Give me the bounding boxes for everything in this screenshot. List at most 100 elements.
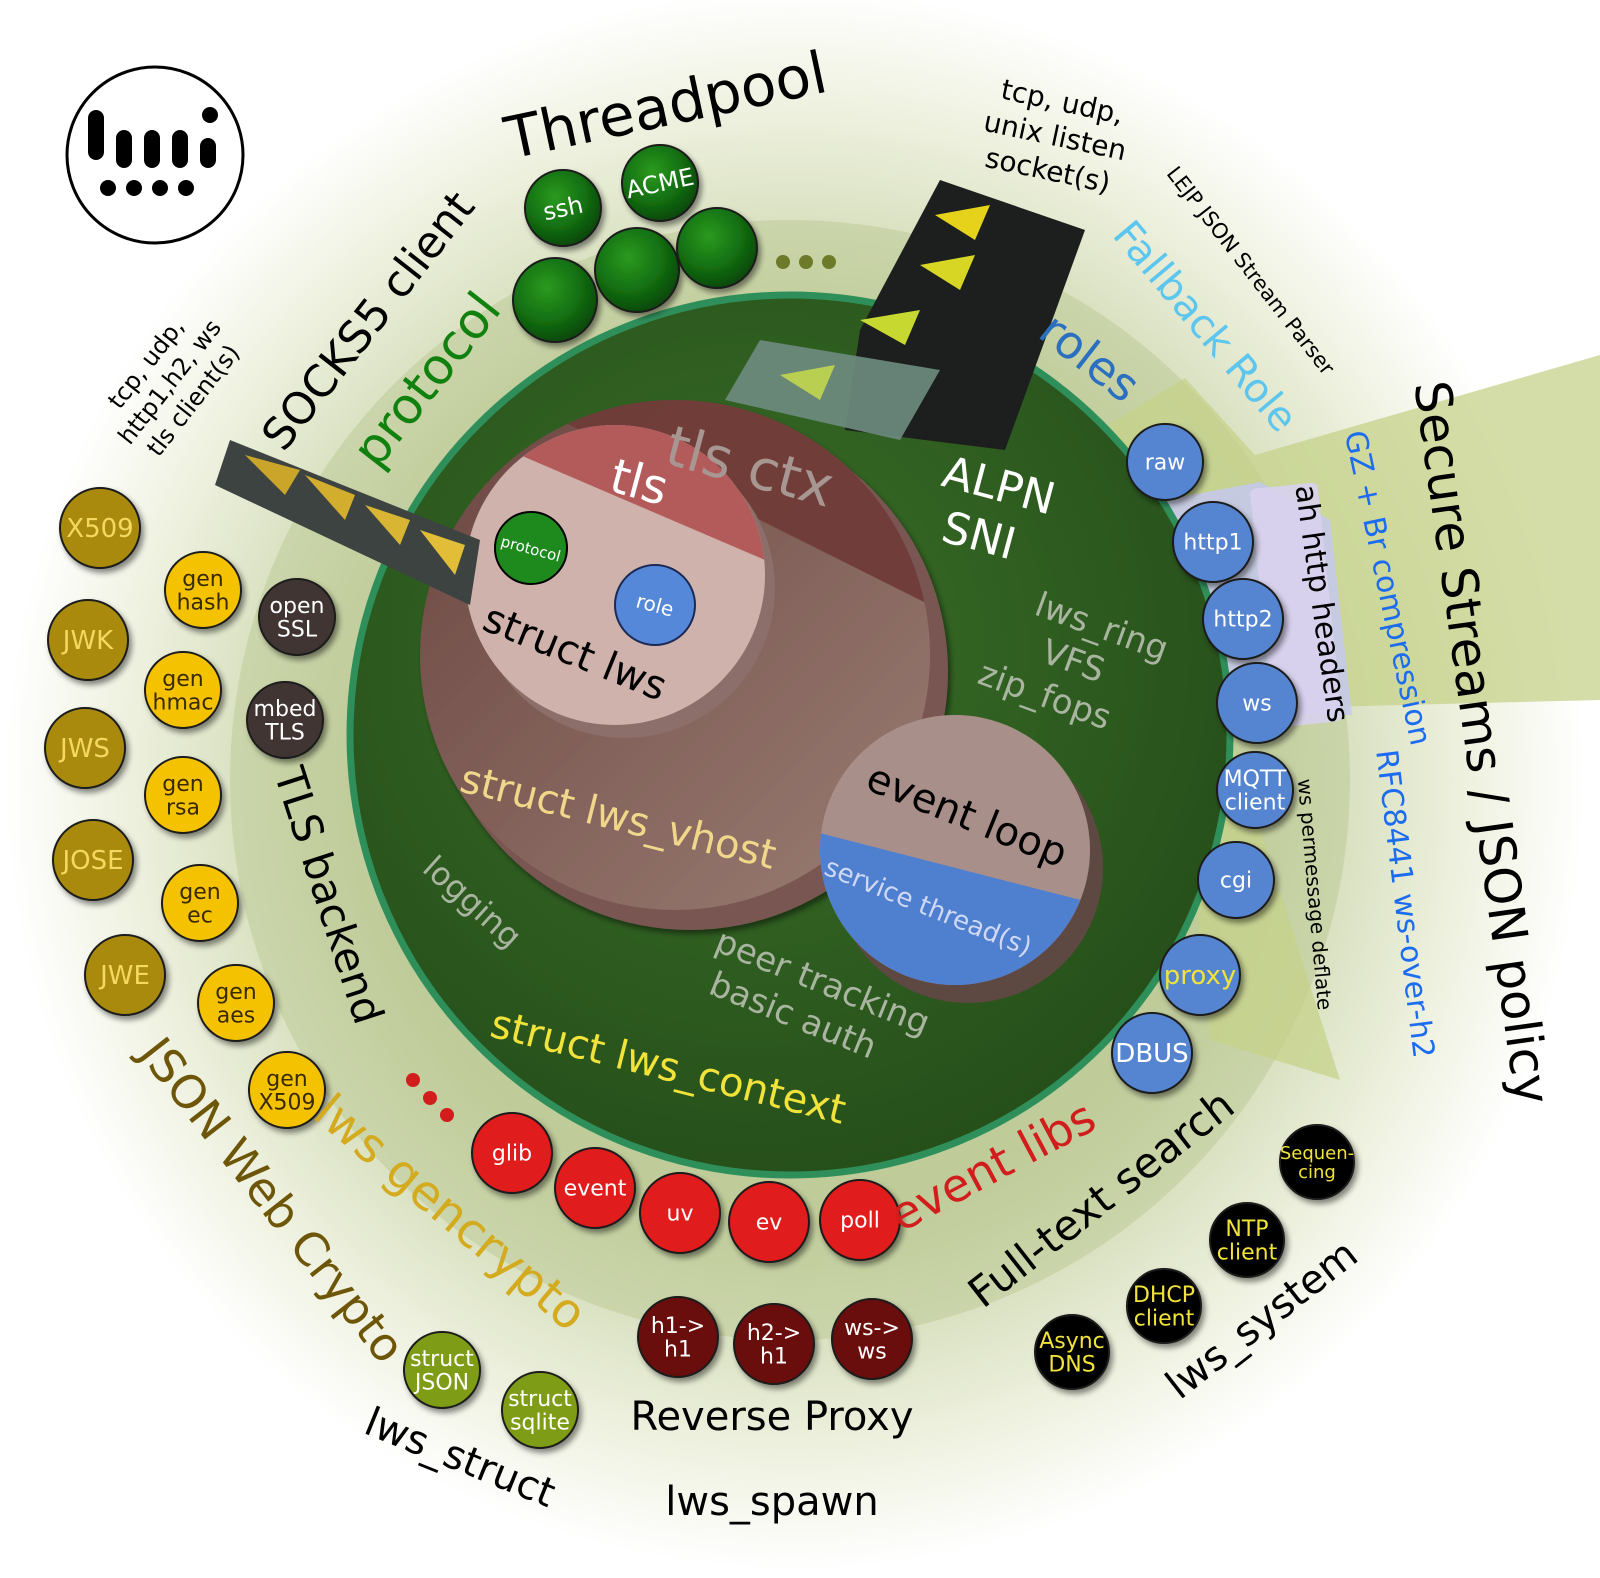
gencrypto-item-label: gen <box>182 567 223 592</box>
gencrypto-item-circle <box>144 651 222 729</box>
threadpool-item-node: ACME <box>621 144 699 222</box>
role-item-node: http2 <box>1202 578 1284 660</box>
threadpool-item-circle <box>676 207 758 289</box>
gencrypto-item-label: gen <box>266 1067 307 1092</box>
role-item-label: http1 <box>1183 531 1242 556</box>
event-item-circle <box>471 1112 553 1194</box>
event-item-node: uv <box>639 1172 721 1254</box>
tls-item-label: TLS <box>264 720 305 745</box>
struct-item-label: struct <box>508 1387 572 1412</box>
gencrypto-item-label: aes <box>217 1003 255 1028</box>
struct-item-label: struct <box>410 1347 474 1372</box>
role-item-circle <box>1216 662 1298 744</box>
lws-spawn-label: lws_spawn <box>665 1479 878 1525</box>
system-item-circle <box>1209 1202 1285 1278</box>
jose-item-node: JWE <box>84 934 166 1016</box>
event-item-node: poll <box>819 1179 901 1261</box>
threadpool-item-node <box>594 227 680 313</box>
reverse-proxy-label: Reverse Proxy <box>630 1394 913 1440</box>
role-item-label: ws <box>1242 692 1271 717</box>
gencrypto-item-label: X509 <box>258 1090 315 1115</box>
role-item-circle <box>1172 501 1254 583</box>
event-item-label: ev <box>756 1211 783 1236</box>
threadpool-item-circle <box>524 169 602 247</box>
lws-logo <box>65 65 245 245</box>
gencrypto-item-label: hash <box>177 590 230 615</box>
struct-item-circle <box>403 1331 481 1409</box>
role-item-label: DBUS <box>1115 1039 1188 1069</box>
role-item-node: http1 <box>1172 501 1254 583</box>
event-item-label: event <box>564 1177 627 1202</box>
system-item-circle <box>1279 1124 1355 1200</box>
jose-item-circle <box>52 819 134 901</box>
role-item-label: http2 <box>1213 608 1272 633</box>
jose-item-node: JOSE <box>52 819 134 901</box>
event-item-circle <box>554 1147 636 1229</box>
role-node <box>614 564 696 646</box>
listen-socket-strip <box>725 180 1085 450</box>
tls-item-label: open <box>270 594 325 619</box>
role-item-label: proxy <box>1164 961 1237 991</box>
role-item-circle <box>1111 1012 1193 1094</box>
jose-item-circle <box>84 934 166 1016</box>
role-item-node: ws <box>1216 662 1298 744</box>
proxy-item-label: ws-> <box>844 1316 900 1341</box>
gencrypto-item-circle <box>248 1051 326 1129</box>
role-item-circle <box>1159 934 1241 1016</box>
event-libs-ellipsis <box>406 1073 454 1122</box>
system-item-circle <box>1126 1268 1202 1344</box>
proxy-item-node: h1->h1 <box>637 1296 719 1378</box>
event-item-circle <box>639 1172 721 1254</box>
gencrypto-item-label: rsa <box>166 795 200 820</box>
jose-item-circle <box>47 599 129 681</box>
jose-item-circle <box>44 707 126 789</box>
tls-item-circle <box>258 578 336 656</box>
role-item-node: raw <box>1126 423 1204 501</box>
event-item-circle <box>819 1179 901 1261</box>
event-item-node: event <box>554 1147 636 1229</box>
gencrypto-item-label: hmac <box>153 690 214 715</box>
jose-item-label: JWK <box>61 626 114 656</box>
role-item-node: DBUS <box>1111 1012 1193 1094</box>
proxy-item-label: h1 <box>760 1344 788 1369</box>
event-item-label: glib <box>492 1142 532 1167</box>
role-item-label: MQTT <box>1224 767 1287 792</box>
role-item-circle <box>1216 751 1294 829</box>
struct-item-circle <box>501 1371 579 1449</box>
proxy-item-node: ws->ws <box>831 1298 913 1380</box>
threadpool-item-node: ssh <box>524 169 602 247</box>
jose-item-label: JOSE <box>60 846 123 876</box>
threadpool-item-circle <box>512 257 598 343</box>
proxy-item-node: h2->h1 <box>733 1303 815 1385</box>
event-item-circle <box>728 1181 810 1263</box>
role-item-circle <box>1126 423 1204 501</box>
system-item-label: NTP <box>1225 1217 1268 1242</box>
proxy-item-circle <box>733 1303 815 1385</box>
system-item-label: DHCP <box>1133 1283 1195 1308</box>
role-item-label: client <box>1225 790 1286 815</box>
gencrypto-item-circle <box>197 964 275 1042</box>
proxy-item-circle <box>831 1298 913 1380</box>
proxy-item-label: h2-> <box>747 1321 801 1346</box>
jose-item-label: X509 <box>66 514 133 544</box>
threadpool-item-node <box>512 257 598 343</box>
jose-item-node: JWS <box>44 707 126 789</box>
threadpool-item-node <box>676 207 758 289</box>
tls-item-label: SSL <box>277 617 318 642</box>
event-loop <box>820 715 1103 1003</box>
event-item-node: ev <box>728 1181 810 1263</box>
gencrypto-item-label: ec <box>187 903 213 928</box>
system-item-label: Async <box>1039 1329 1105 1354</box>
proxy-item-circle <box>637 1296 719 1378</box>
gencrypto-item-circle <box>144 756 222 834</box>
role-item-node: cgi <box>1197 841 1275 919</box>
